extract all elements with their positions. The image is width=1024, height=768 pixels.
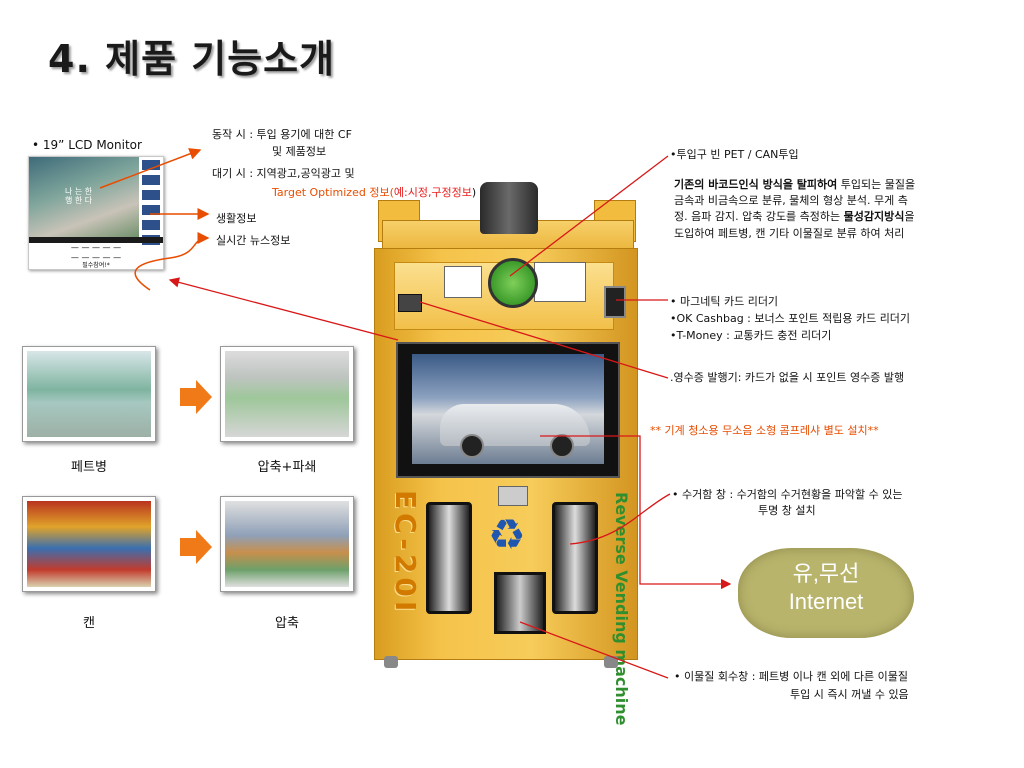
compressor-note: ** 기계 청소용 무소음 소형 콤프레샤 별도 설치** — [650, 424, 879, 437]
inlet-desc-3: 정. 음파 감지. 압축 강도를 측정하는 물성감지방식을 — [674, 210, 915, 223]
machine-inlet-cap — [480, 182, 538, 234]
can-process-arrow — [180, 530, 212, 564]
operation-note-line2: 및 제품정보 — [272, 145, 327, 158]
news-info-note: 실시간 뉴스정보 — [216, 234, 291, 247]
card-reader-icon — [604, 286, 626, 318]
internet-cloud-text: 유,무선 Internet — [788, 561, 864, 614]
pet-process-arrow — [180, 380, 212, 414]
reject-window-line — [519, 621, 669, 679]
standby-note-line2: Target Optimized 정보(예:시정,구정정보) — [272, 186, 477, 199]
inlet-desc-4: 도입하여 페트병, 캔 기타 이물질로 분류 하여 처리 — [674, 227, 905, 240]
pet-crushed-photo — [220, 346, 354, 442]
cans-photo — [22, 496, 156, 592]
bin-window-note-1: • 수거함 창 : 수거함의 수거현황을 파악할 수 있는 — [672, 488, 903, 501]
machine-model-text: EC-20I — [389, 490, 422, 616]
machine-lcd-screen — [396, 342, 620, 478]
machine-foot-right — [604, 656, 618, 668]
life-info-note: 생활정보 — [216, 212, 257, 225]
reject-window-note-1: • 이물질 회수창 : 페트병 이나 캔 외에 다른 이물질 — [674, 670, 908, 683]
screen-to-lcd-arrow — [168, 277, 399, 341]
page-title: 4. 제품 기능소개 — [48, 37, 336, 81]
screen-to-internet-arrow — [540, 435, 732, 590]
standby-note-line1: 대기 시 : 지역광고,공익광고 및 — [212, 167, 355, 180]
internet-cloud — [738, 548, 914, 638]
pet-bottles-photo — [22, 346, 156, 442]
lcd-operation-arrow — [99, 148, 202, 189]
reject-return-window — [494, 572, 546, 634]
bin-window-note-2: 투명 창 설치 — [758, 504, 816, 517]
pet-label: 페트병 — [71, 460, 107, 475]
inlet-desc-2: 금속과 비금속으로 분류, 물체의 형상 분석. 무게 측 — [674, 194, 908, 207]
inlet-sticker-left — [444, 266, 482, 298]
card-reader-note-1: • 마그네틱 카드 리더기 — [670, 295, 779, 308]
collection-window-right — [552, 502, 598, 614]
lcd-divider — [29, 237, 163, 243]
lcd-news-arrow — [134, 232, 210, 291]
lcd-monitor-thumbnail: 나 는 한 행 한 다 — — — — — — — — — — 필수참여!* — [28, 156, 164, 270]
can-crushed-label: 압축 — [275, 616, 299, 631]
inlet-desc-1: 기존의 바코드인식 방식을 탈피하여 투입되는 물질을 — [674, 178, 916, 191]
operation-note-line1: 동작 시 : 투입 용기에 대한 CF — [212, 128, 352, 141]
can-label: 캔 — [83, 616, 95, 631]
collection-window-left — [426, 502, 472, 614]
card-reader-note-3: •T-Money : 교통카드 충전 리더기 — [670, 329, 832, 342]
receipt-slot — [498, 486, 528, 506]
cans-crushed-photo — [220, 496, 354, 592]
lcd-screen-text: 나 는 한 행 한 다 — [65, 187, 93, 205]
lcd-monitor-label: • 19” LCD Monitor — [32, 138, 142, 152]
receipt-line — [419, 301, 669, 379]
inlet-slot — [488, 258, 538, 308]
lcd-side-menu — [141, 159, 161, 249]
receipt-note: .영수증 발행기: 카드가 없을 시 포인트 영수증 발행 — [670, 371, 905, 384]
inlet-title: •투입구 빈 PET / CAN투입 — [670, 148, 799, 161]
recycle-icon: ♻ — [488, 510, 526, 559]
lcd-bottom-area: — — — — — — — — — — 필수참여!* — [70, 243, 122, 269]
pet-crushed-label: 압축+파쇄 — [257, 460, 317, 475]
reject-window-note-2: 투입 시 즉시 꺼낼 수 있음 — [790, 688, 909, 701]
card-reader-note-2: •OK Cashbag : 보너스 포인트 적립용 카드 리더기 — [670, 312, 911, 325]
lcd-screen-image: 나 는 한 행 한 다 — [29, 157, 139, 239]
bin-window-line — [569, 493, 671, 545]
machine-foot-left — [384, 656, 398, 668]
inlet-line — [509, 155, 669, 277]
